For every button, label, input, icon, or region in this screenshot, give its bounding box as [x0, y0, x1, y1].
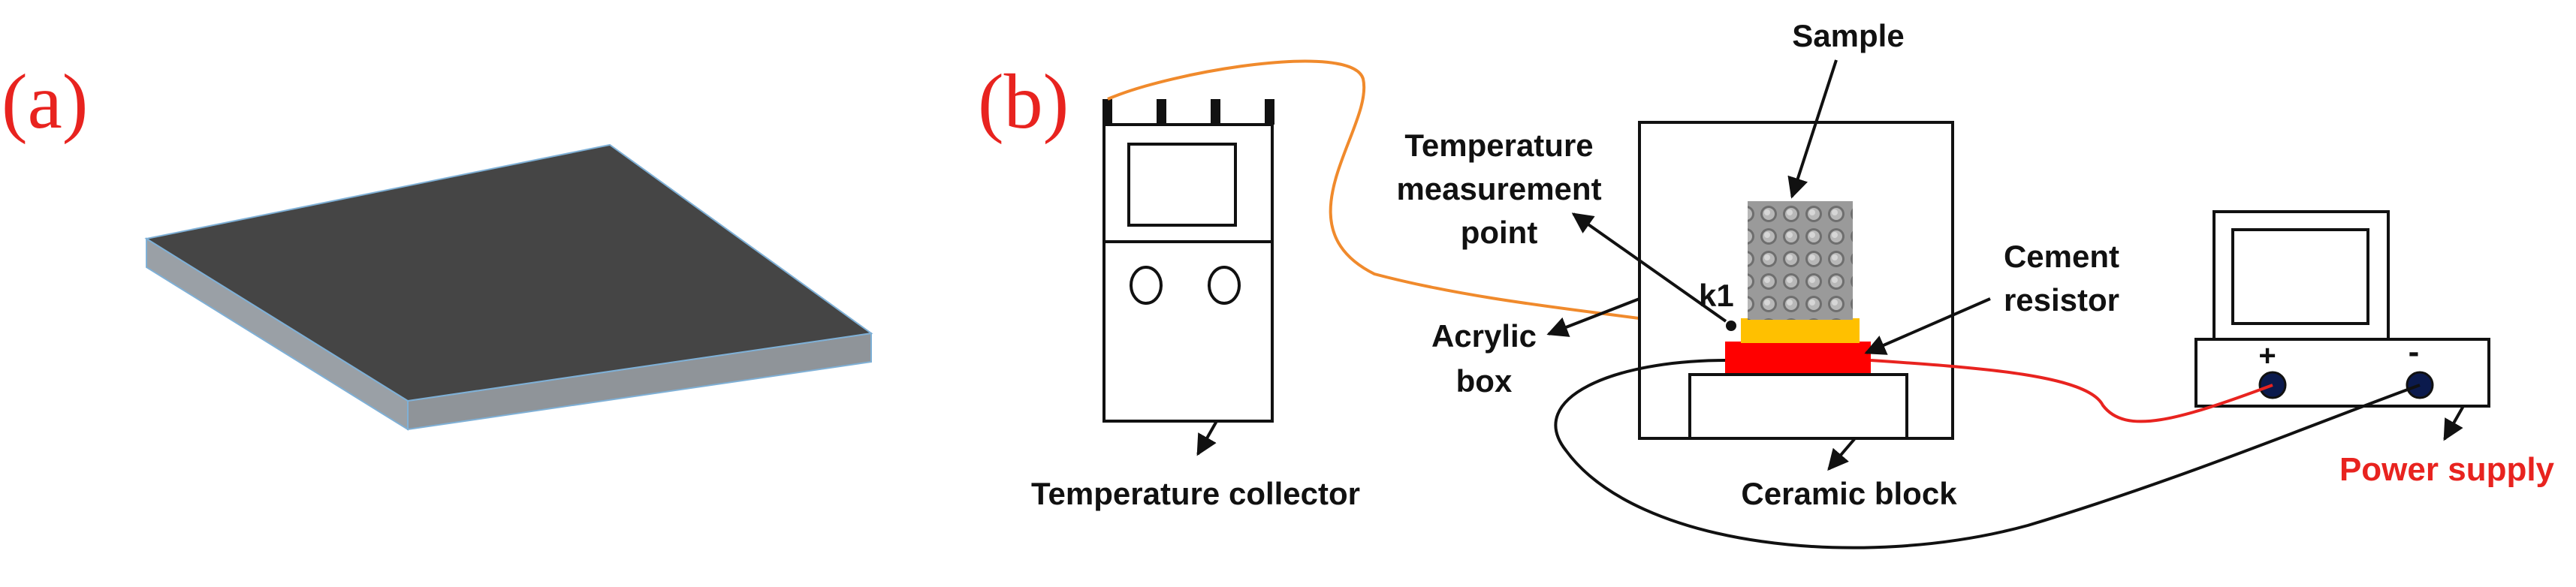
label-temperature-point-2: measurement — [1396, 171, 1601, 206]
temperature-collector-device — [1102, 99, 1274, 423]
label-power-supply: Power supply — [2339, 451, 2555, 488]
k1-point — [1726, 321, 1736, 331]
collector-screen — [1127, 143, 1237, 227]
probe-pin — [1265, 99, 1274, 125]
label-k1: k1 — [1699, 278, 1734, 313]
probe-pin — [1102, 99, 1112, 125]
label-temperature-point-3: point — [1461, 215, 1538, 250]
arrow-acrylic-box — [1546, 297, 1640, 337]
negative-wire — [1554, 359, 2421, 549]
arrow-sample — [1787, 59, 1838, 199]
label-cement-1: Cement — [2004, 239, 2119, 274]
arrow-power-supply — [2443, 405, 2465, 441]
cement-resistor — [1725, 342, 1871, 373]
sample — [1748, 201, 1853, 320]
label-acrylic-2: box — [1456, 363, 1513, 399]
probe-pin — [1211, 99, 1220, 125]
thermocouple-wire — [1107, 59, 1745, 336]
label-sample: Sample — [1792, 18, 1904, 53]
power-supply-screen — [2231, 228, 2369, 325]
arrow-temperature-collector — [1196, 420, 1218, 456]
sample-pad — [1741, 318, 1860, 343]
label-acrylic-1: Acrylic — [1431, 318, 1537, 354]
collector-knob — [1208, 266, 1241, 305]
positive-sign: + — [2258, 339, 2276, 372]
plate-3d — [144, 143, 873, 431]
label-ceramic-block: Ceramic block — [1741, 476, 1957, 511]
probe-pin — [1157, 99, 1166, 125]
label-cement-2: resistor — [2004, 282, 2119, 318]
arrow-measurement-point — [1571, 212, 1727, 323]
collector-knob — [1130, 266, 1163, 305]
arrow-ceramic-block — [1827, 437, 1857, 471]
panel-label-b: (b) — [978, 59, 1069, 145]
power-supply-device: + - — [2194, 210, 2490, 408]
ceramic-block — [1688, 373, 1908, 440]
panel-label-a: (a) — [2, 59, 88, 145]
label-temperature-collector: Temperature collector — [1031, 476, 1360, 511]
plate-top-face — [144, 143, 873, 402]
positive-terminal — [2258, 371, 2287, 399]
positive-wire — [1870, 359, 2273, 423]
label-temperature-point-1: Temperature — [1404, 128, 1593, 163]
negative-sign: - — [2409, 333, 2420, 370]
arrow-cement-resistor — [1864, 297, 1991, 355]
